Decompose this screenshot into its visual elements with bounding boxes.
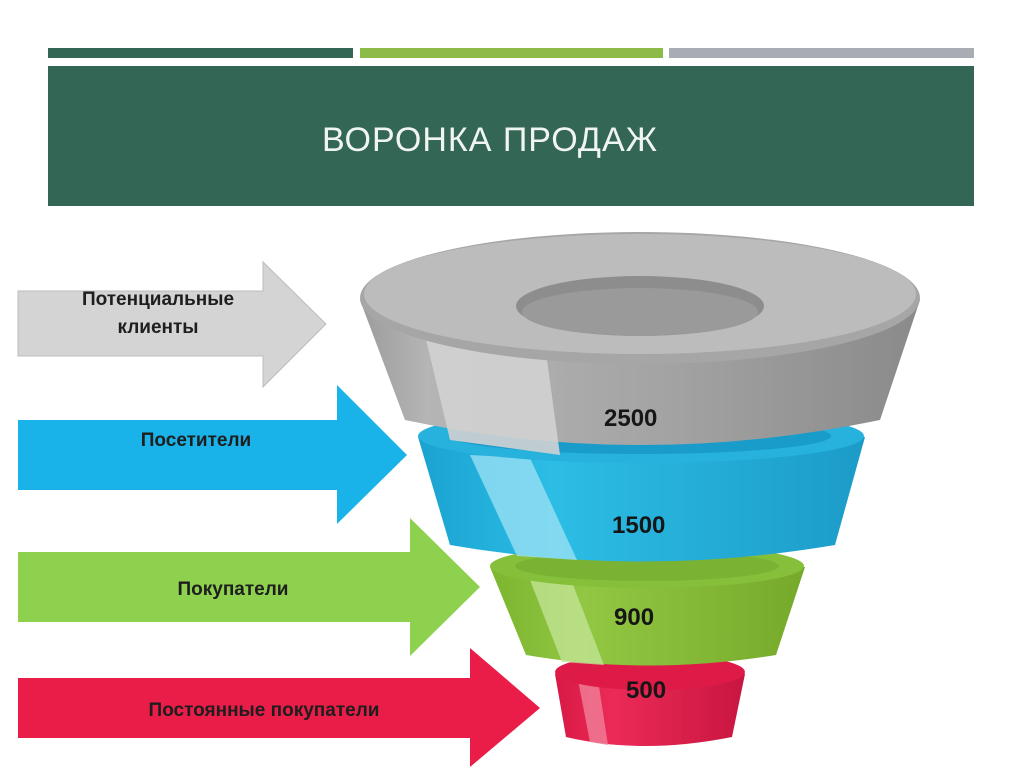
- stage-label-regular: Постоянные покупатели: [149, 700, 380, 721]
- funnel-layer-gray: [360, 232, 920, 455]
- stage-arrow-potential: [17, 260, 327, 389]
- stage-value-visitors: 1500: [612, 512, 665, 539]
- slide-title: ВОРОНКА ПРОДАЖ: [322, 121, 659, 159]
- title-band: [48, 66, 974, 206]
- stage-arrow-buyers: [18, 518, 480, 656]
- stage-arrow-regular: [18, 648, 540, 767]
- stage-arrow-visitors: [18, 385, 407, 524]
- stage-label-visitors: Посетители: [141, 430, 252, 451]
- stage-value-regular: 500: [626, 677, 666, 704]
- header-stripe-gray: [669, 48, 974, 58]
- header-stripe-dark: [48, 48, 353, 58]
- stage-label-buyers: Покупатели: [177, 579, 288, 600]
- stage-label-potential-line2: клиенты: [117, 317, 198, 338]
- stage-value-potential: 2500: [604, 405, 657, 432]
- stage-label-potential-line1: Потенциальные: [82, 289, 234, 310]
- stage-value-buyers: 900: [614, 604, 654, 631]
- header-stripe-green: [360, 48, 663, 58]
